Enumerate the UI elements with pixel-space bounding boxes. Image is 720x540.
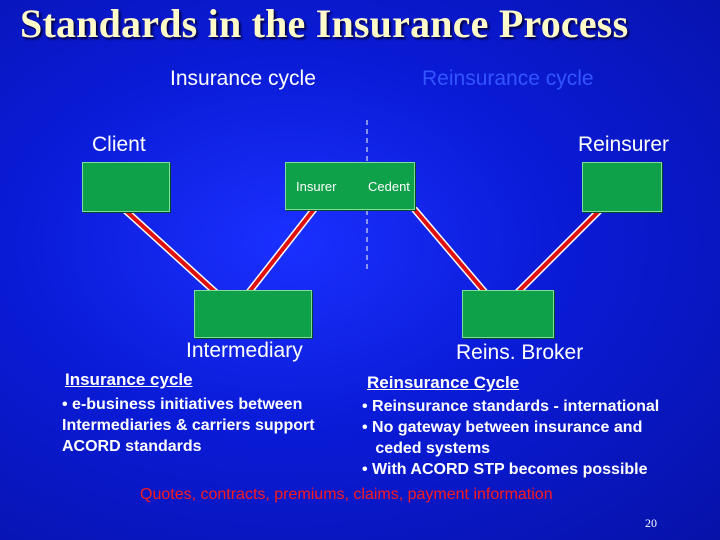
right-section-heading: Reinsurance Cycle (367, 373, 520, 392)
left-section-heading: Insurance cycle (65, 370, 193, 389)
insurer-cedent-box: Insurer Cedent (285, 162, 415, 210)
right-section-text: • Reinsurance standards - international … (362, 398, 660, 478)
intermediary-box (194, 290, 312, 338)
left-section-text: • e-business initiatives between Interme… (62, 396, 315, 455)
reinsurer-box (582, 162, 662, 212)
reins-broker-box (462, 290, 554, 338)
intermediary-label: Intermediary (186, 339, 303, 362)
slide-title: Standards in the Insurance Process (20, 1, 629, 46)
reins-broker-label: Reins. Broker (456, 341, 584, 364)
reinsurer-label: Reinsurer (578, 133, 670, 156)
reinsurance-cycle-header: Reinsurance cycle (422, 67, 594, 90)
insurer-label: Insurer (296, 179, 337, 194)
client-label: Client (92, 133, 146, 156)
client-box (82, 162, 170, 212)
insurance-cycle-header: Insurance cycle (170, 67, 316, 90)
footer-info-text: Quotes, contracts, premiums, claims, pay… (140, 486, 553, 503)
cedent-label: Cedent (368, 179, 410, 194)
page-number: 20 (645, 516, 657, 530)
